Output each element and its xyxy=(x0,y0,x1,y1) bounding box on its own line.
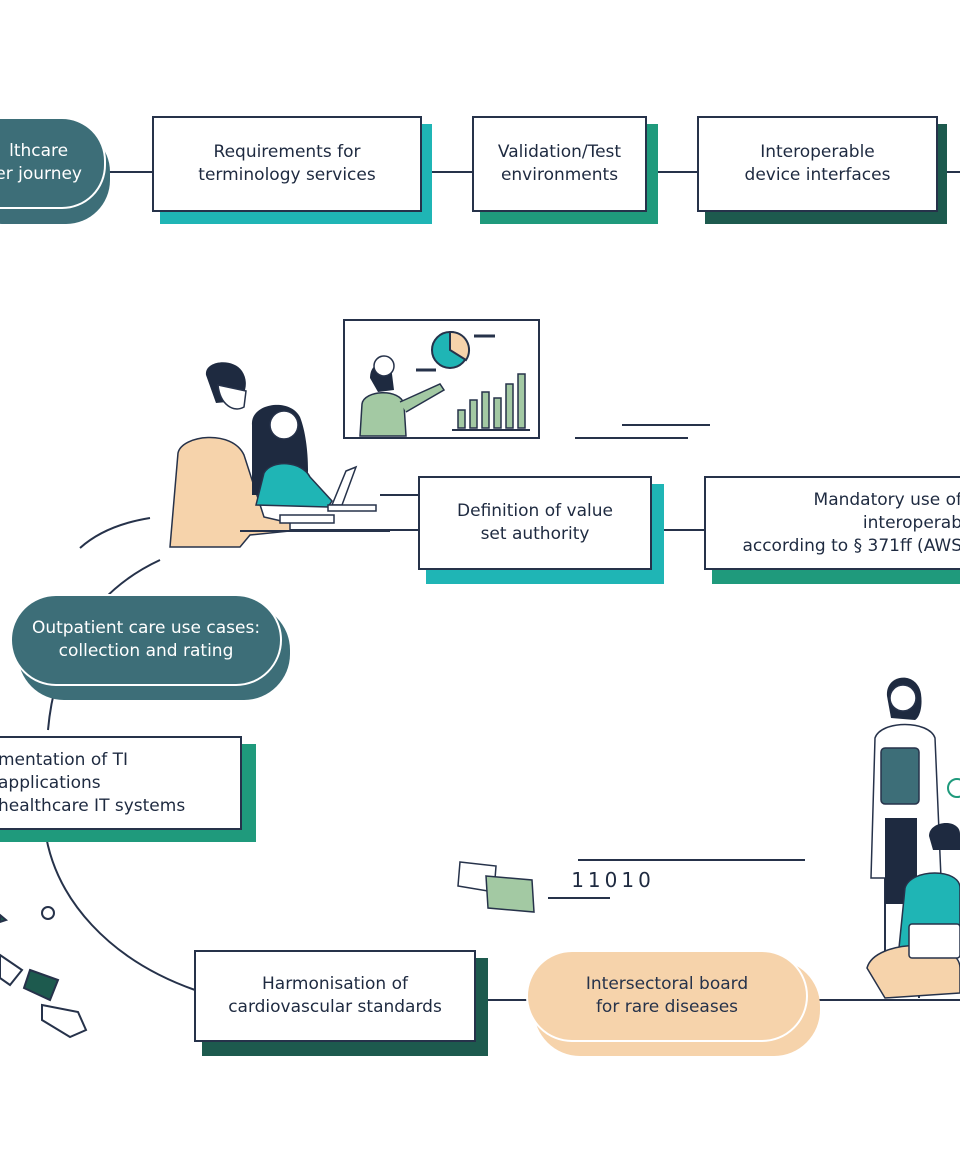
node-validation-test: Validation/Test environments xyxy=(472,116,647,212)
node-ti-applications-label: mentation of TI applications healthcare … xyxy=(0,749,186,816)
node-mandatory-use: Mandatory use of interoperab according t… xyxy=(704,476,960,570)
node-value-set-authority: Definition of value set authority xyxy=(418,476,652,570)
binary-text: 11010 xyxy=(568,866,658,894)
node-mandatory-use-label: Mandatory use of interoperab according t… xyxy=(742,489,960,556)
node-device-interfaces: Interoperable device interfaces xyxy=(697,116,938,212)
standing-people-illustration xyxy=(866,677,960,999)
node-healthcare-journey-label: lthcare er journey xyxy=(0,141,82,184)
node-rare-diseases-board: Intersectoral board for rare diseases xyxy=(526,950,808,1042)
presentation-board-illustration xyxy=(343,319,540,439)
node-cardiovascular-standards-label: Harmonisation of cardiovascular standard… xyxy=(228,974,442,1017)
node-device-interfaces-label: Interoperable device interfaces xyxy=(744,142,891,185)
node-outpatient-care: Outpatient care use cases: collection an… xyxy=(10,594,282,686)
node-healthcare-journey: lthcare er journey xyxy=(0,117,106,209)
binary-text-value: 11010 xyxy=(571,867,655,892)
decorative-cards xyxy=(0,913,88,1039)
meeting-people-illustration xyxy=(169,362,390,548)
node-terminology-services: Requirements for terminology services xyxy=(152,116,422,212)
node-rare-diseases-board-label: Intersectoral board for rare diseases xyxy=(585,974,749,1017)
node-validation-test-label: Validation/Test environments xyxy=(497,142,622,185)
node-ti-applications: mentation of TI applications healthcare … xyxy=(0,736,242,830)
node-terminology-services-label: Requirements for terminology services xyxy=(198,142,376,185)
floating-cards-icon xyxy=(457,861,535,913)
node-cardiovascular-standards: Harmonisation of cardiovascular standard… xyxy=(194,950,476,1042)
node-value-set-authority-label: Definition of value set authority xyxy=(457,501,613,544)
node-outpatient-care-label: Outpatient care use cases: collection an… xyxy=(31,618,261,661)
